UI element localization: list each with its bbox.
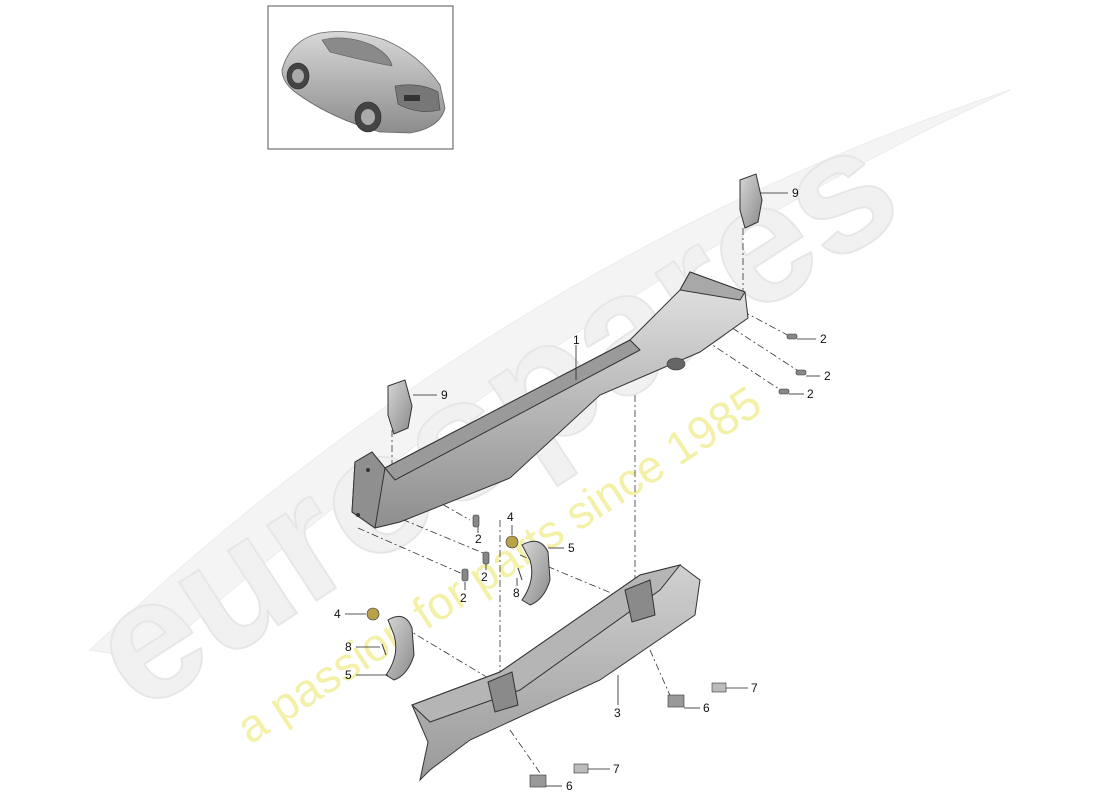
clip-small <box>573 763 589 774</box>
mount-right <box>521 540 551 606</box>
bolt <box>778 388 790 395</box>
callout-6: 6 <box>566 779 573 793</box>
callout-2: 2 <box>820 332 827 346</box>
callout-1: 1 <box>573 333 580 347</box>
nut <box>505 535 519 549</box>
callout-2: 2 <box>807 387 814 401</box>
bolt <box>482 551 490 565</box>
callout-2: 2 <box>460 591 467 605</box>
bolt <box>461 568 469 582</box>
callout-9: 9 <box>441 388 448 402</box>
mount-left <box>385 615 415 681</box>
nuts <box>366 535 519 621</box>
bracket-upper-right <box>739 173 763 229</box>
nut <box>366 607 380 621</box>
callout-5: 5 <box>568 541 575 555</box>
callout-7: 7 <box>751 681 758 695</box>
callout-4: 4 <box>334 607 341 621</box>
retainer <box>667 694 685 708</box>
clips <box>381 567 523 656</box>
callout-4: 4 <box>507 510 514 524</box>
car-thumbnail <box>267 5 454 150</box>
clip-small <box>711 682 727 693</box>
watermark-swoosh <box>88 89 1011 661</box>
callout-2: 2 <box>481 570 488 584</box>
callout-2: 2 <box>475 532 482 546</box>
energy-absorber <box>411 564 701 782</box>
bolt <box>786 333 798 340</box>
callout-8: 8 <box>345 640 352 654</box>
bracket-upper-left <box>387 379 413 435</box>
callout-leaders <box>345 192 820 787</box>
callout-8: 8 <box>513 586 520 600</box>
callout-3: 3 <box>614 706 621 720</box>
callout-5: 5 <box>345 668 352 682</box>
bolt <box>795 369 807 376</box>
bolts <box>461 333 807 582</box>
car-thumbnail-icon <box>281 31 446 134</box>
callout-labels: 1 2 2 2 2 2 2 3 4 4 5 5 6 6 7 7 8 8 9 9 <box>334 186 831 793</box>
bolt <box>472 514 480 528</box>
retainers <box>529 682 727 788</box>
callout-9: 9 <box>792 186 799 200</box>
clip <box>517 567 523 581</box>
callout-7: 7 <box>613 762 620 776</box>
clip <box>381 643 387 656</box>
retainer <box>529 774 547 788</box>
callout-2: 2 <box>824 369 831 383</box>
callout-6: 6 <box>703 701 710 715</box>
